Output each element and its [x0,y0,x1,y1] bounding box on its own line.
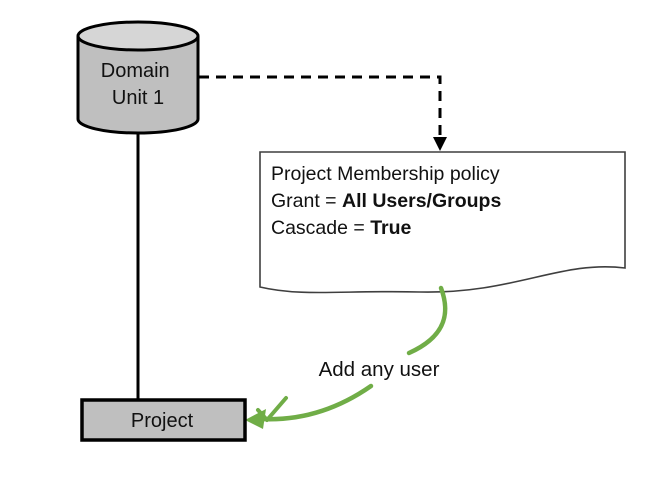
policy-note-shape [259,151,626,294]
green-arrow-lower-segment [258,383,374,422]
cylinder-top [76,20,200,52]
domain-unit-cylinder: Domain Unit 1 [76,20,200,135]
add-any-user-label: Add any user [319,358,440,381]
dashed-arrowhead-icon [433,137,447,151]
policy-note-cascade-line: Cascade = True [271,217,412,239]
policy-dashed-arrow [199,75,442,138]
policy-note-grant-line: Grant = All Users/Groups [271,190,501,212]
project-box: Project [80,398,247,442]
green-arrow-upper-segment [406,285,448,356]
project-label: Project [131,410,194,432]
policy-note-title: Project Membership policy [271,163,500,185]
cylinder-body [76,36,200,135]
domain-unit-label: Domain Unit 1 [101,60,175,109]
policy-note: Project Membership policy Grant = All Us… [259,151,626,294]
project-box-shape [80,398,247,442]
checkmark-icon [256,396,288,422]
green-arrowhead-icon [245,409,266,429]
